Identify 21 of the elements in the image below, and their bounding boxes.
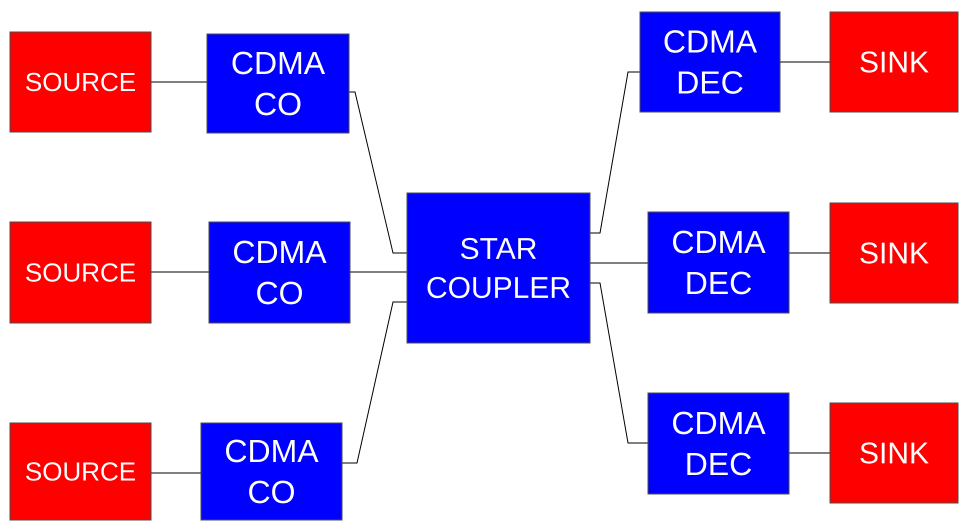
source-box: SOURCE — [10, 422, 152, 520]
coder-box: CDMA CO — [206, 34, 350, 134]
coder-box: CDMA DEC — [648, 212, 790, 314]
coder-box: CDMA DEC — [648, 392, 790, 494]
connector-line — [590, 262, 648, 264]
coder-box: CDMA DEC — [640, 12, 781, 112]
coupler-box: STAR COUPLER — [406, 192, 590, 344]
connector-line — [349, 92, 407, 254]
coder-box: CDMA CO — [208, 222, 350, 324]
source-box: SOURCE — [10, 32, 152, 132]
sink-box: SINK — [830, 402, 959, 504]
connector-line — [342, 302, 407, 464]
connector-line — [590, 72, 640, 234]
connector-line — [789, 452, 830, 454]
sink-box: SINK — [830, 12, 959, 112]
connector-line — [590, 282, 648, 444]
connector-line — [151, 472, 201, 474]
coder-box: CDMA CO — [200, 422, 342, 520]
connector-line — [789, 252, 830, 254]
source-box: SOURCE — [10, 222, 152, 324]
sink-box: SINK — [830, 202, 959, 304]
